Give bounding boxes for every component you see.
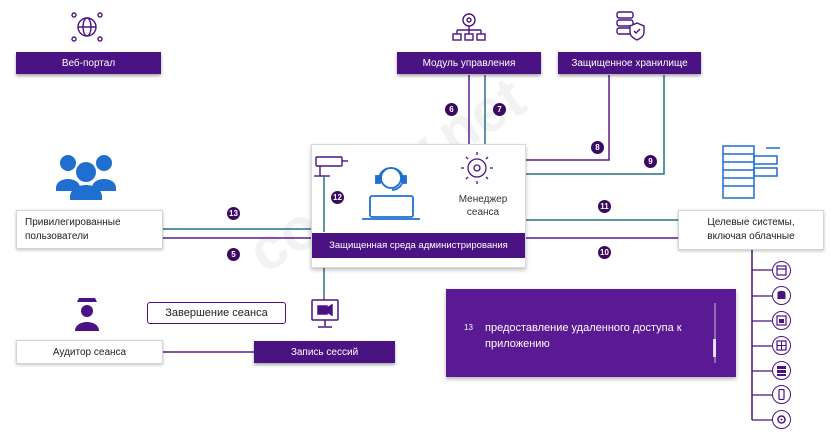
session-auditor-label: Аудитор сеанса [52,346,127,358]
users-group-icon [56,155,116,200]
gear-icon [772,410,791,429]
globe-network-icon [71,12,103,42]
app-window-icon [772,311,791,330]
badge-7: 7 [493,103,506,116]
database-icon [772,286,791,305]
hierarchy-gear-icon [452,13,486,41]
database-shield-icon [616,11,645,41]
badge-10: 10 [598,246,611,259]
session-auditor-box[interactable]: Аудитор сеанса [16,340,163,364]
auditor-person-icon [75,298,99,331]
secure-admin-env-bar: Защищенная среда администрирования [312,233,525,258]
management-module-box[interactable]: Модуль управления [397,52,541,74]
info-card-scroll-thumb[interactable] [713,339,716,357]
server-rack-icon [722,145,780,199]
target-systems-box[interactable]: Целевые системы, включая облачные [678,210,824,250]
info-card-scrollbar[interactable] [714,303,716,363]
badge-8: 8 [591,141,604,154]
session-end-label: Завершение сеанса [165,307,268,319]
badge-12: 12 [331,191,344,204]
grid-window-icon [772,336,791,355]
mobile-icon [772,385,791,404]
line-9 [526,75,665,175]
info-card-number: 13 [464,323,473,332]
line-8 [526,75,610,161]
secure-storage-box[interactable]: Защищенное хранилище [558,52,701,74]
monitor-video-icon [311,299,339,328]
target-systems-label: Целевые системы, включая облачные [707,217,795,242]
privileged-users-label: Привилегированные пользователи [25,216,121,242]
session-end-box[interactable]: Завершение сеанса [147,302,286,324]
session-manager-label: Менеджер сеанса [458,194,508,218]
window-icon [772,261,791,280]
badge-13: 13 [227,207,240,220]
server-icon [772,361,791,380]
web-portal-box[interactable]: Веб-портал [16,52,161,74]
privileged-users-box[interactable]: Привилегированные пользователи [16,210,163,249]
session-recording-box[interactable]: Запись сессий [254,341,395,363]
info-card: 13 предоставление удаленного доступа к п… [446,289,736,377]
badge-11: 11 [598,200,611,213]
badge-9: 9 [644,155,657,168]
info-card-text: предоставление удаленного доступа к прил… [485,322,682,350]
secure-admin-panel[interactable]: Менеджер сеанса Защищенная среда админис… [311,144,526,268]
badge-5: 5 [227,248,240,261]
badge-6: 6 [445,103,458,116]
